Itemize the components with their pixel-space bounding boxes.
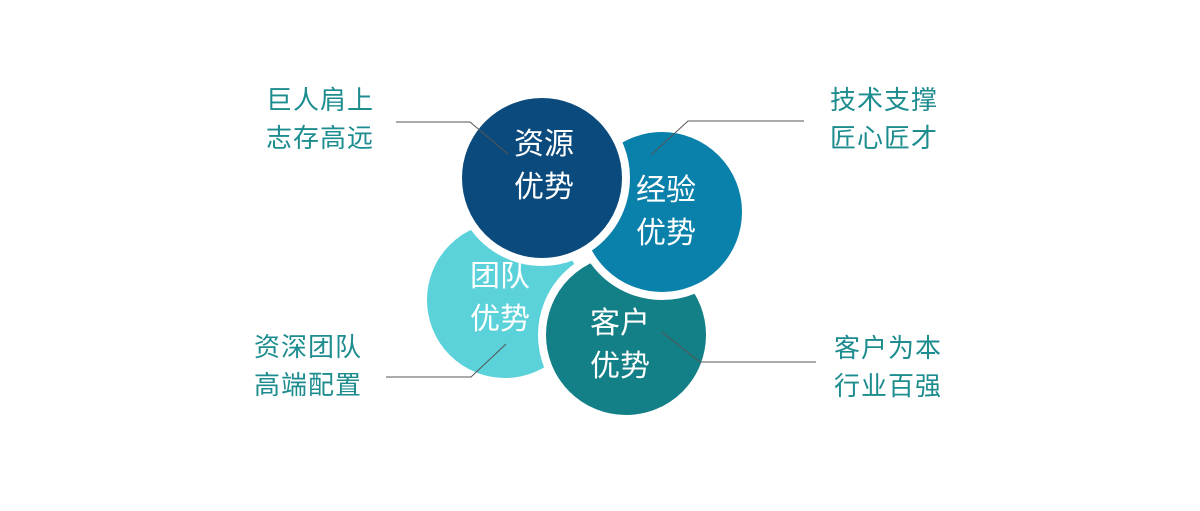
label-experience-line1: 技术支撑	[830, 86, 939, 116]
label-team-line2: 高端配置	[253, 371, 362, 401]
label-team-line1: 资深团队	[253, 333, 362, 363]
label-resource-line1: 巨人肩上	[265, 86, 374, 116]
label-resource: 巨人肩上 志存高远	[266, 82, 374, 158]
label-resource-line2: 志存高远	[265, 124, 374, 154]
label-team: 资深团队 高端配置	[254, 329, 362, 405]
petal-client-subtitle: 优势	[590, 349, 650, 384]
petal-team-title: 团队	[470, 259, 530, 294]
petal-team-subtitle: 优势	[470, 302, 530, 337]
petal-experience-subtitle: 优势	[636, 216, 696, 251]
petal-resource-subtitle: 优势	[514, 170, 574, 205]
leader-line-client	[661, 331, 816, 363]
label-experience-line2: 匠心匠才	[830, 124, 939, 154]
petal-experience-title: 经验	[636, 173, 696, 208]
label-experience: 技术支撑 匠心匠才	[830, 82, 938, 158]
petal-resource-circle	[454, 90, 630, 266]
leader-line-experience	[650, 120, 804, 156]
leader-line-team	[386, 343, 507, 378]
label-client-line2: 行业百强	[834, 372, 943, 402]
petal-resource: 资源 优势	[454, 90, 630, 266]
leader-line-resource	[396, 121, 509, 155]
petal-experience: 经验 优势	[574, 124, 750, 300]
label-client: 客户为本 行业百强	[834, 330, 942, 406]
petal-client-title: 客户	[590, 306, 650, 341]
petal-resource-title: 资源	[514, 127, 574, 162]
label-client-line1: 客户为本	[834, 334, 943, 364]
